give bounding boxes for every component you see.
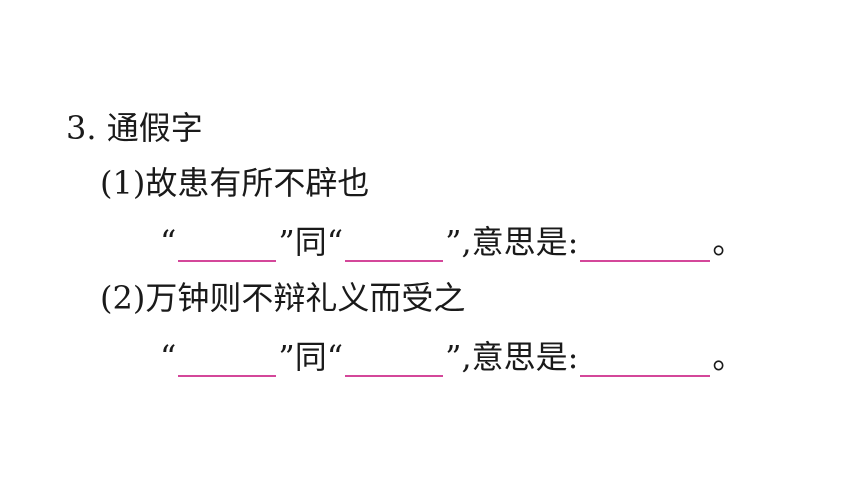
question-item-2: (2)万钟则不辩礼义而受之 xyxy=(100,278,465,318)
blank-equivalent-char-2[interactable] xyxy=(345,345,444,377)
end-mark: 。 xyxy=(712,223,745,261)
blank-original-char-1[interactable] xyxy=(178,230,277,262)
same-as-text: ”同“ xyxy=(278,223,344,261)
blank-meaning-1[interactable] xyxy=(580,230,711,262)
answer-line-2: “ ”同“ ”,意思是: 。 xyxy=(160,337,744,377)
meaning-label: ”,意思是: xyxy=(445,338,579,376)
section-heading: 3. 通假字 xyxy=(66,108,203,148)
section-heading-text: 3. 通假字 xyxy=(66,109,203,147)
blank-original-char-2[interactable] xyxy=(178,345,277,377)
question-prompt: (1)故患有所不辟也 xyxy=(100,164,370,202)
same-as-text: ”同“ xyxy=(278,338,344,376)
blank-meaning-2[interactable] xyxy=(580,345,711,377)
answer-line-1: “ ”同“ ”,意思是: 。 xyxy=(160,222,744,262)
question-prompt: (2)万钟则不辩礼义而受之 xyxy=(100,279,466,317)
meaning-label: ”,意思是: xyxy=(445,223,579,261)
question-item-1: (1)故患有所不辟也 xyxy=(100,163,369,203)
open-quote: “ xyxy=(160,223,177,261)
end-mark: 。 xyxy=(712,338,745,376)
open-quote: “ xyxy=(160,338,177,376)
blank-equivalent-char-1[interactable] xyxy=(345,230,444,262)
